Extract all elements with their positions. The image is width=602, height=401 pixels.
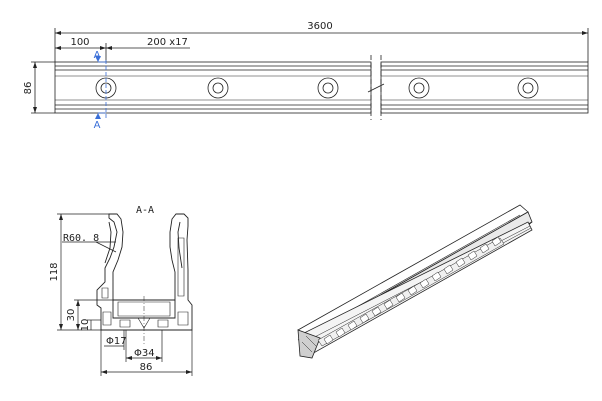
slot-5 <box>517 77 539 99</box>
section-marker <box>95 56 107 119</box>
section-height-label: 118 <box>49 262 60 281</box>
radius-label: R60. 8 <box>63 233 99 244</box>
section-profile <box>96 213 193 345</box>
spacing-label: 200 x17 <box>147 37 188 48</box>
height-label: 86 <box>23 82 34 95</box>
base-height-label: 30 <box>66 309 77 322</box>
rail-top-view-right <box>380 61 589 114</box>
slot-3 <box>317 77 339 99</box>
slot-4 <box>408 77 430 99</box>
hole-34-label: Φ34 <box>134 348 155 359</box>
offset-label: 100 <box>70 37 89 48</box>
section-width-label: 86 <box>140 362 153 373</box>
break-symbol <box>367 83 385 93</box>
hole-17-label: Φ17 <box>106 336 127 347</box>
section-dimensions <box>57 213 193 376</box>
overall-length-label: 3600 <box>307 21 332 32</box>
isometric-slot-pattern <box>317 236 505 347</box>
small-height-label: 10 <box>80 319 91 332</box>
break-lines <box>370 55 382 120</box>
section-title: A-A <box>136 205 154 216</box>
section-letter-bottom: A <box>94 120 101 131</box>
rail-top-view-left <box>54 61 372 114</box>
top-view <box>31 28 589 120</box>
section-letter-top: A <box>94 50 101 61</box>
slot-2 <box>207 77 229 99</box>
